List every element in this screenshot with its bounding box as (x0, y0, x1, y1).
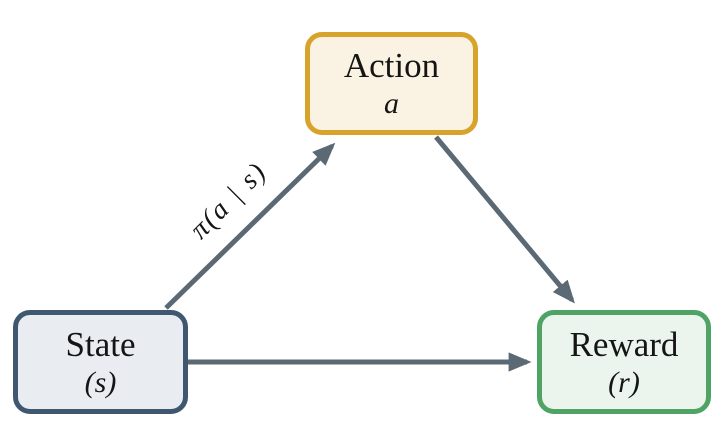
node-state-title: State (65, 324, 136, 364)
node-reward-title: Reward (569, 324, 679, 364)
node-action: Action a (305, 32, 478, 135)
node-state-symbol: (s) (84, 365, 117, 399)
node-action-title: Action (343, 46, 440, 86)
node-state: State (s) (13, 310, 188, 414)
node-action-symbol: a (384, 87, 399, 121)
node-reward-symbol: (r) (608, 365, 640, 399)
node-reward: Reward (r) (537, 310, 711, 414)
edge-state-to-action (164, 142, 336, 310)
edge-action-to-reward (434, 135, 575, 304)
